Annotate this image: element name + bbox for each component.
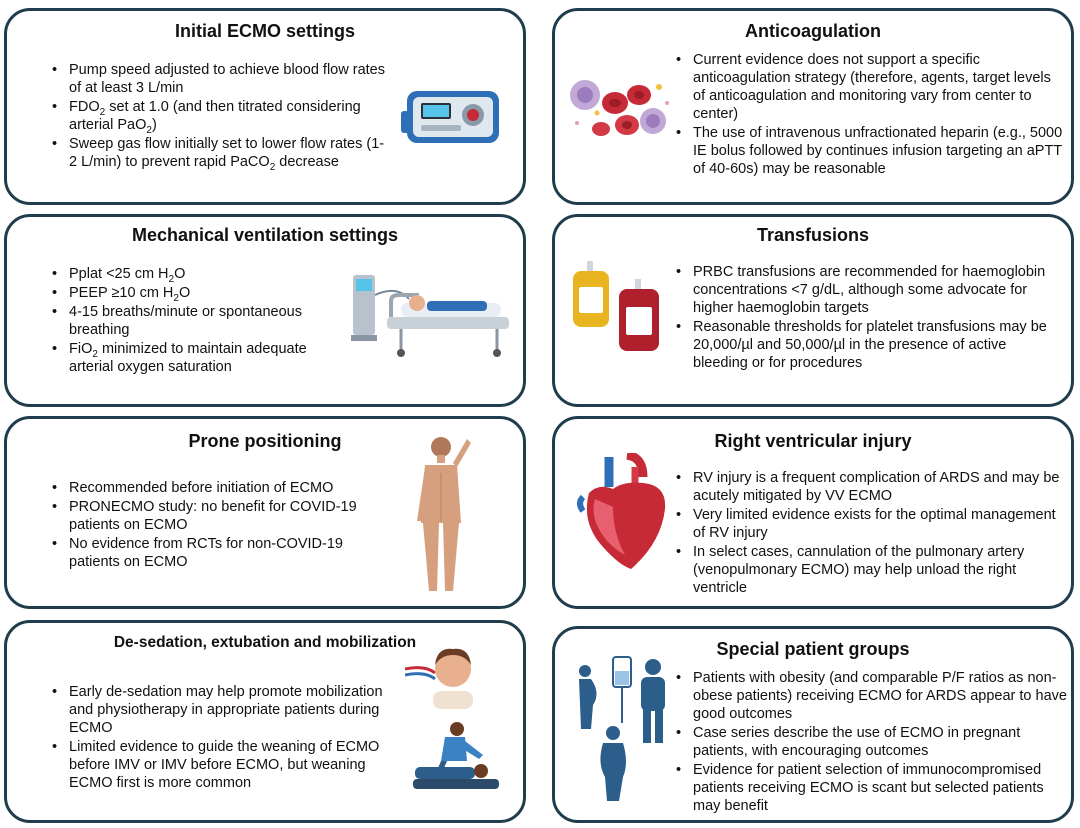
heart-icon [577,453,666,569]
bullet-item: The use of intravenous unfractionated he… [673,124,1063,178]
bullet-text: set at 1.0 (and then titrated considerin… [69,99,361,133]
bullet-item: Evidence for patient selection of immuno… [673,761,1068,815]
card-title: Prone positioning [188,431,342,451]
bullet-text: Early de-sedation may help promote mobil… [69,684,383,736]
bullet-item: Recommended before initiation of ECMO [49,479,379,497]
subscript: 2 [146,124,152,136]
card-title: Special patient groups [716,639,910,659]
bullet-item: FDO2 set at 1.0 (and then titrated consi… [49,98,389,136]
bullet-item: Reasonable thresholds for platelet trans… [673,318,1063,372]
bullet-list: Recommended before initiation of ECMO PRO… [49,479,379,572]
bullet-list: Pump speed adjusted to achieve blood flo… [49,61,389,172]
special-patient-groups-card: Special patient groups Patients with obe… [552,626,1074,823]
bullet-item: Limited evidence to guide the weaning of… [49,738,384,792]
bullet-text: decrease [275,154,339,170]
bullet-text: Current evidence does not support a spec… [693,52,1051,122]
subscript: 2 [269,161,276,173]
bullet-list: Current evidence does not support a spec… [673,51,1063,179]
ecmo-machine-icon [401,91,499,143]
bullet-text: Limited evidence to guide the weaning of… [69,739,380,791]
card-title: Mechanical ventilation settings [131,225,399,245]
card-title: Anticoagulation [745,21,881,41]
patient-face-icon [405,648,473,709]
bullet-text: Case series describe the use of ECMO in … [693,725,1021,759]
mechanical-ventilation-card: Mechanical ventilation settings Pplat <2… [4,214,526,407]
bullet-item: FiO2 minimized to maintain adequate arte… [49,340,349,376]
bullet-item: Case series describe the use of ECMO in … [673,724,1068,760]
bullet-text: ) [151,117,157,133]
subscript: 2 [173,292,179,304]
right-ventricular-injury-card: Right ventricular injury RV injury is a … [552,416,1074,609]
bullet-list: PRBC transfusions are recommended for ha… [673,263,1063,373]
ventilator-bed-icon [351,275,509,357]
prone-positioning-card: Prone positioning Recommended before ini… [4,416,526,609]
bullet-item: Sweep gas flow initially set to lower fl… [49,135,389,173]
bullet-text: Sweep gas flow initially set to lower fl… [69,136,385,170]
anticoagulation-card: Anticoagulation Current evidence does no… [552,8,1074,205]
card-title: Initial ECMO settings [174,21,356,41]
bullet-text: FiO [69,341,93,357]
subscript: 2 [99,106,106,118]
bullet-text: The use of intravenous unfractionated he… [693,125,1063,177]
subscript: 2 [92,348,98,360]
bullet-item: PRONECMO study: no benefit for COVID-19 … [49,498,379,534]
bullet-item: Very limited evidence exists for the opt… [673,506,1068,542]
bullet-text: PRONECMO study: no benefit for COVID-19 … [69,499,357,533]
bullet-text: Patients with obesity (and comparable P/… [693,670,1067,722]
bullet-item: Early de-sedation may help promote mobil… [49,683,384,737]
bullet-text: minimized to maintain adequate arterial … [69,341,307,375]
bullet-text: Evidence for patient selection of immuno… [693,762,1044,814]
bullet-text: 4-15 breaths/minute or spontaneous breat… [69,304,302,338]
bullet-text: No evidence from RCTs for non-COVID-19 p… [69,536,343,570]
bullet-item: RV injury is a frequent complication of … [673,469,1068,505]
bullet-text: Very limited evidence exists for the opt… [693,507,1056,541]
bullet-item: PEEP ≥10 cm H2O [49,284,349,304]
desedation-card: De-sedation, extubation and mobilization… [4,620,526,823]
bullet-text: Pump speed adjusted to achieve blood flo… [69,62,385,96]
card-title: Right ventricular injury [714,431,912,451]
subscript: 2 [168,273,175,285]
bullet-text: In select cases, cannulation of the pulm… [693,544,1025,596]
bullet-list: Pplat <25 cm H2OPEEP ≥10 cm H2O4-15 brea… [49,265,349,377]
bullet-list: RV injury is a frequent complication of … [673,469,1068,598]
bullet-text: FDO [69,99,100,115]
blood-cells-icon [570,80,669,136]
bullet-text: PRBC transfusions are recommended for ha… [693,264,1046,316]
bullet-list: Early de-sedation may help promote mobil… [49,683,384,793]
bullet-text: O [174,266,186,282]
bullet-text: PEEP ≥10 cm H [69,285,174,301]
bullet-text: Recommended before initiation of ECMO [69,480,334,496]
bullet-text: Pplat <25 cm H [69,266,169,282]
bullet-item: Pump speed adjusted to achieve blood flo… [49,61,389,97]
blood-bags-icon [573,261,659,351]
bullet-item: Current evidence does not support a spec… [673,51,1063,123]
bullet-item: In select cases, cannulation of the pulm… [673,543,1068,597]
bullet-item: No evidence from RCTs for non-COVID-19 p… [49,535,379,571]
bullet-item: 4-15 breaths/minute or spontaneous breat… [49,303,349,339]
bullet-list: Patients with obesity (and comparable P/… [673,669,1068,816]
card-title: Transfusions [756,225,870,245]
bullet-item: PRBC transfusions are recommended for ha… [673,263,1063,317]
patient-groups-icon [579,656,665,801]
initial-ecmo-settings-card: Initial ECMO settings Pump speed adjuste… [4,8,526,205]
bullet-text: RV injury is a frequent complication of … [693,470,1060,504]
bullet-item: Pplat <25 cm H2O [49,265,349,285]
transfusions-card: Transfusions PRBC transfusions are recom… [552,214,1074,407]
bullet-text: Reasonable thresholds for platelet trans… [693,319,1047,371]
human-body-back-icon [417,437,471,591]
bullet-item: Patients with obesity (and comparable P/… [673,669,1068,723]
card-title: De-sedation, extubation and mobilization [113,634,417,651]
bullet-text: O [178,285,191,301]
physiotherapy-icon [413,722,499,789]
